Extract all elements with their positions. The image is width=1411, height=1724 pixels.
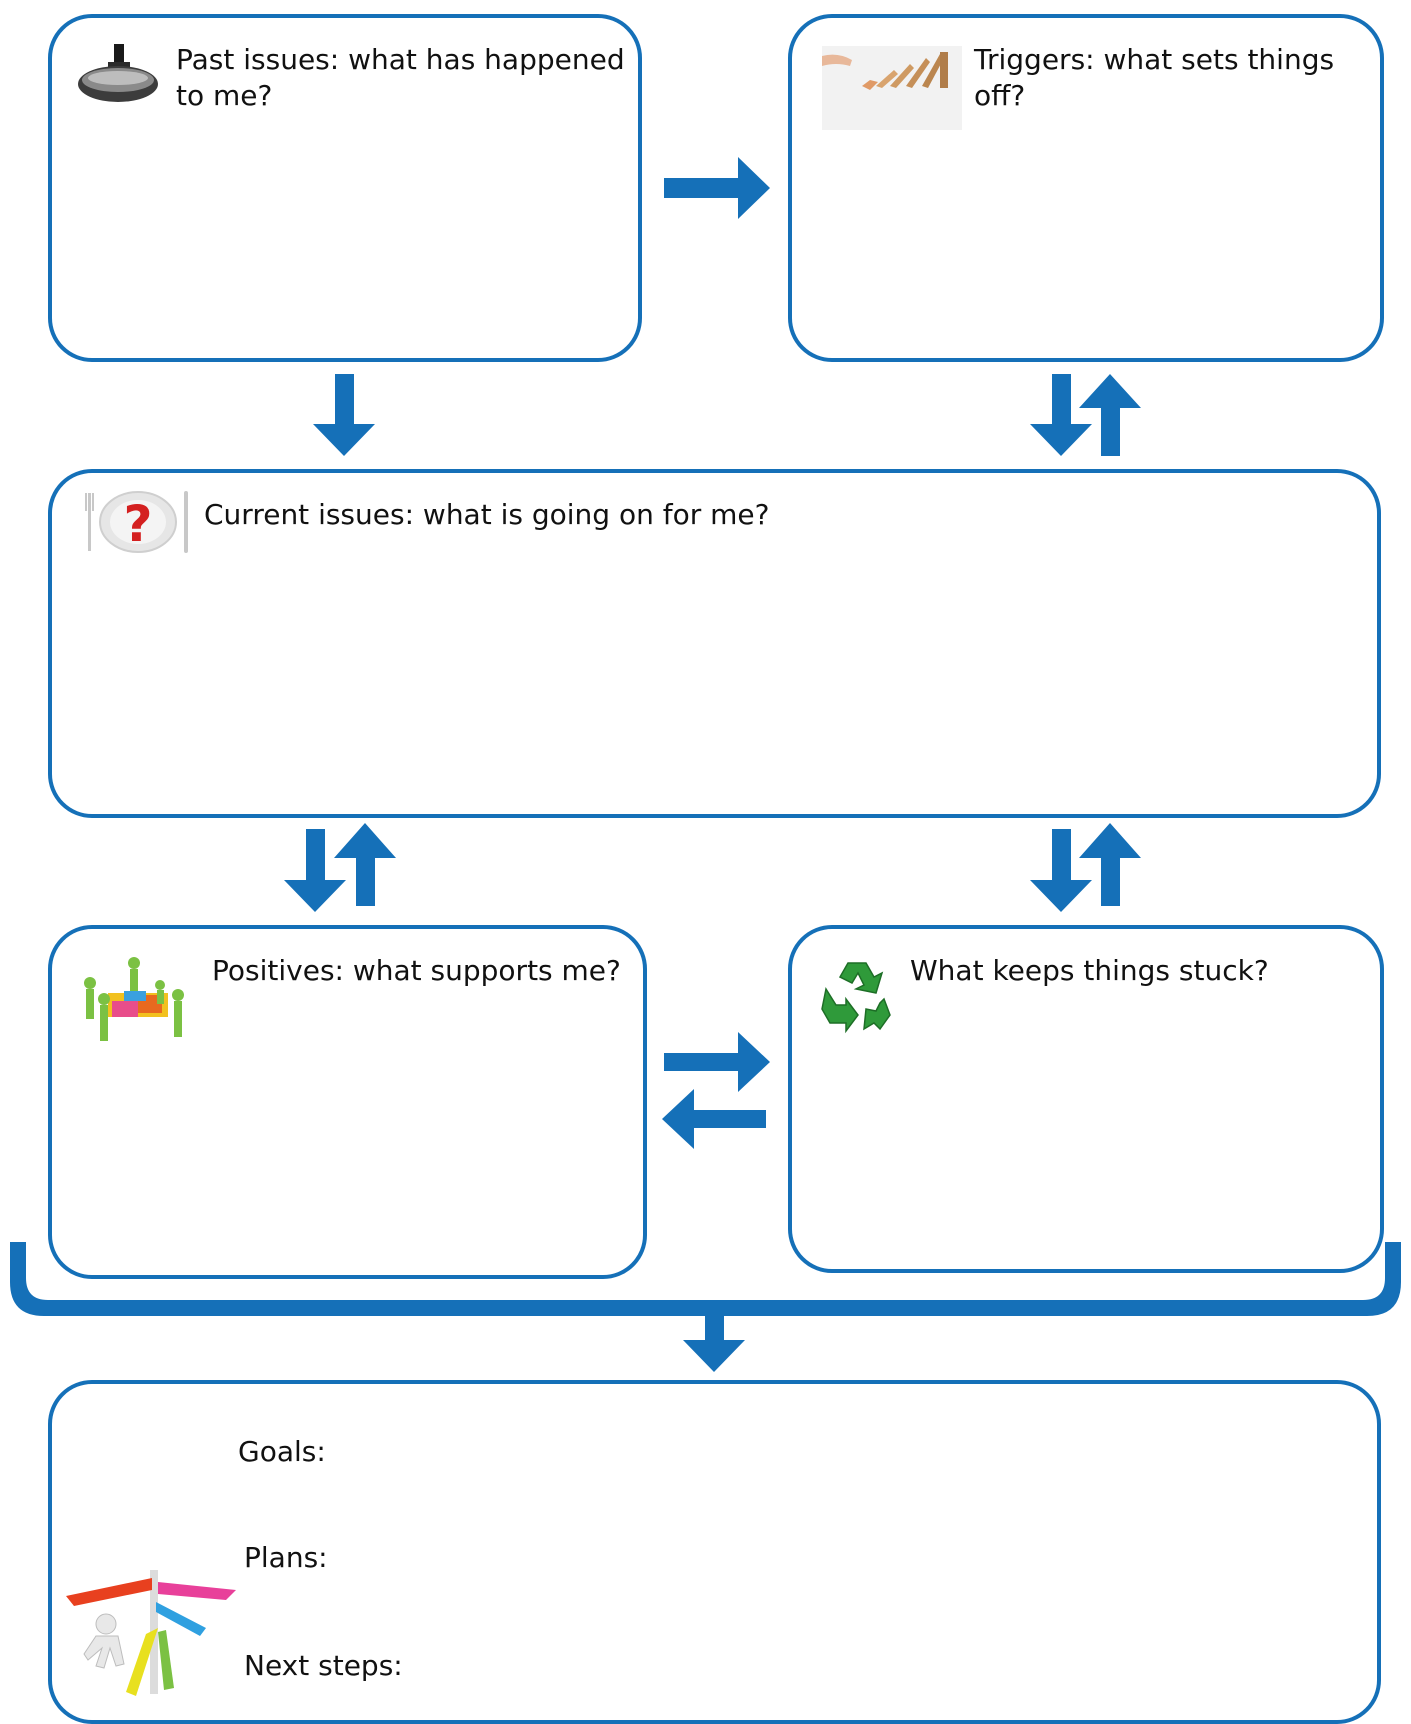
positives-box: Positives: what supports me? <box>48 925 647 1279</box>
next-steps-label: Next steps: <box>244 1649 403 1682</box>
svg-text:?: ? <box>123 495 152 553</box>
arrow-up-stuck-to-current <box>1079 823 1141 906</box>
stuck-label: What keeps things stuck? <box>910 954 1269 987</box>
signpost-person-icon <box>66 1570 236 1696</box>
falling-dominoes-icon <box>822 46 962 130</box>
arrow-down-current-to-positives <box>284 829 346 912</box>
recycle-icon <box>821 962 891 1034</box>
arrow-down-current-to-stuck <box>1030 829 1092 912</box>
arrow-left-stuck-to-positives <box>662 1089 766 1149</box>
current-issues-label: Current issues: what is going on for me? <box>204 498 770 531</box>
stuck-box: What keeps things stuck? <box>788 925 1384 1273</box>
triggers-box: Triggers: what sets things off? <box>788 14 1384 362</box>
past-issues-label: Past issues: what has happened to me? <box>176 43 625 112</box>
positives-label: Positives: what supports me? <box>212 954 621 987</box>
goals-label: Goals: <box>238 1435 326 1468</box>
arrow-down-to-plan <box>683 1314 745 1372</box>
plan-box: Goals: Plans: Next steps: <box>48 1380 1381 1724</box>
arrow-right-positives-to-stuck <box>664 1032 770 1092</box>
question-plate-icon: ? <box>85 491 188 553</box>
arrow-up-positives-to-current <box>334 823 396 906</box>
plans-label: Plans: <box>244 1541 328 1574</box>
team-puzzle-icon <box>84 957 184 1041</box>
arrow-up-current-to-triggers <box>1079 374 1141 456</box>
arrow-down-triggers-to-current <box>1030 374 1092 456</box>
arrow-right-past-to-triggers <box>664 157 770 219</box>
current-issues-box: ? Current issues: what is going on for m… <box>48 469 1381 818</box>
arrow-down-past-to-current <box>313 374 375 456</box>
rear-view-mirror-icon <box>78 44 158 102</box>
triggers-label: Triggers: what sets things off? <box>974 43 1335 112</box>
bracket-merge <box>10 1242 1401 1316</box>
past-issues-box: Past issues: what has happened to me? <box>48 14 642 362</box>
